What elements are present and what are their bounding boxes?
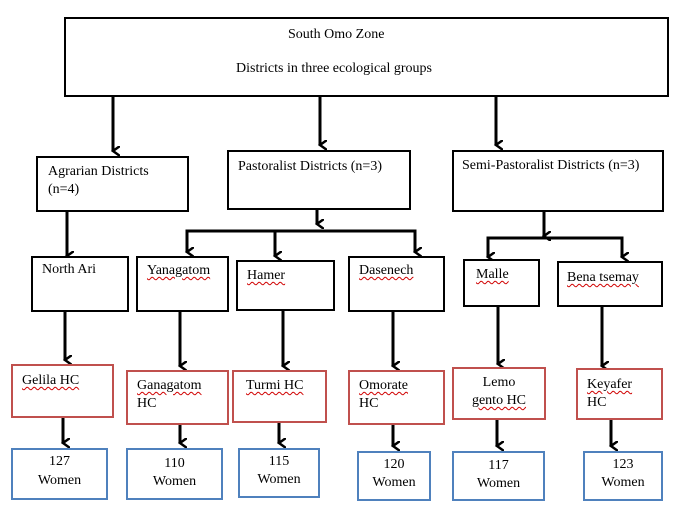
district-hamer [236,260,335,311]
semi-bracket [486,236,624,256]
women-box-3 [238,448,320,498]
group-agrarian [36,156,189,212]
hc-keyafer [576,368,663,420]
hc-keyafer-line2: HC [587,395,607,410]
hc-ganagatom-line2: HC [137,396,157,411]
hc-gelila-line1: Gelila HC [22,373,80,388]
hc-turmi [232,370,327,423]
women-label-5: Women [476,476,521,491]
district-malle [463,259,540,307]
women-label-2: Women [152,474,197,489]
top-title: South Omo Zone [288,27,385,42]
group-pastoralist-label: Pastoralist Districts (n=3) [238,159,382,174]
women-box-4 [357,451,431,501]
group-agrarian-label: Agrarian Districts [48,164,149,179]
hc-keyafer-line1: Keyafer [587,377,633,392]
women-count-3: 115 [268,454,290,469]
group-semi-label: Semi-Pastoralist Districts (n=3) [462,158,640,173]
district-dasenech-label: Dasenech [359,263,414,278]
hc-omorate-line2: HC [359,396,379,411]
hc-lemo-line1: Lemo [482,375,516,390]
group-agrarian-count: (n=4) [48,182,80,197]
hc-ganagatom-line1: Ganagatom [137,378,202,393]
hc-lemo-gento [452,367,546,420]
women-label-6: Women [601,475,645,490]
district-bena-tsemay [557,261,663,307]
women-label-3: Women [257,472,301,487]
group-semi-pastoralist [452,150,664,212]
district-yanagatom-label: Yanagatom [147,263,211,278]
women-count-4: 120 [383,457,405,472]
hc-gelila [11,364,114,418]
women-label-4: Women [372,475,416,490]
women-count-1: 127 [49,454,70,469]
district-north-ari-label: North Ari [42,262,97,277]
district-bena-tsemay-label: Bena tsemay [567,270,639,285]
women-box-6 [583,451,663,501]
women-count-2: 110 [164,456,185,471]
women-count-5: 117 [488,458,509,473]
top-box [64,17,669,97]
women-box-2 [126,448,223,500]
women-count-6: 123 [612,457,634,472]
district-dasenech [348,256,445,312]
women-box-1 [11,448,108,500]
district-yanagatom [136,256,229,312]
hc-turmi-line1: Turmi HC [246,378,304,393]
hc-ganagatom [126,370,229,425]
women-label-1: Women [37,473,82,488]
hc-omorate-line1: Omorate [359,378,408,393]
hc-lemo-line2: gento HC [471,393,527,408]
district-north-ari [31,256,129,312]
top-subtitle: Districts in three ecological groups [236,61,432,76]
pastoralist-bracket [185,229,417,251]
district-malle-label: Malle [476,267,509,282]
district-hamer-label: Hamer [247,268,286,283]
group-pastoralist [227,150,411,210]
hc-omorate [348,370,445,425]
women-box-5 [452,451,545,501]
